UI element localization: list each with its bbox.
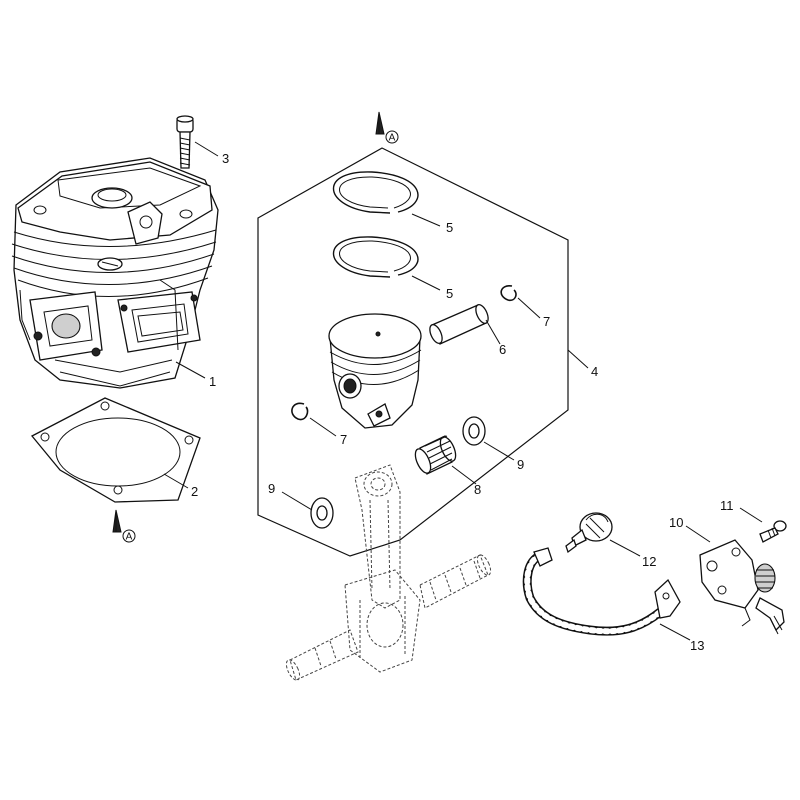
needle-bearing <box>414 435 457 475</box>
callout-4: 4 <box>591 364 598 379</box>
callout-5-lower: 5 <box>446 286 453 301</box>
piston-ring-lower <box>332 236 419 278</box>
reference-mark-bottom: A <box>112 509 136 543</box>
oil-pump <box>699 539 785 635</box>
oil-pickup-filter <box>565 512 613 554</box>
callout-2: 2 <box>191 484 198 499</box>
callout-13: 13 <box>690 638 704 653</box>
callout-9-left: 9 <box>268 481 275 496</box>
reference-mark-top: A <box>375 111 399 144</box>
callout-9-right: 9 <box>517 457 524 472</box>
piston <box>328 313 422 429</box>
reference-label-top: A <box>389 133 396 144</box>
callout-12: 12 <box>642 554 656 569</box>
cylinder-gasket <box>30 397 201 503</box>
callout-7-right: 7 <box>543 314 550 329</box>
thrust-washer-left <box>310 497 334 529</box>
crankshaft-connecting-rod <box>285 464 492 681</box>
piston-kit-panel <box>257 147 569 557</box>
callout-7-left: 7 <box>340 432 347 447</box>
reference-label-bottom: A <box>126 532 133 543</box>
leader-lines <box>163 141 763 641</box>
circlip-left <box>291 402 309 421</box>
callout-10: 10 <box>669 515 683 530</box>
thrust-washer-right <box>462 416 486 446</box>
callout-8: 8 <box>474 482 481 497</box>
circlip-right <box>500 285 517 302</box>
cylinder-bolt <box>176 115 194 169</box>
cylinder <box>11 157 219 389</box>
oil-pump-screw <box>759 520 787 543</box>
callout-numbers: 1 2 3 4 5 5 6 7 7 8 9 9 10 11 12 13 <box>191 151 734 653</box>
callout-6: 6 <box>499 342 506 357</box>
callout-5-upper: 5 <box>446 220 453 235</box>
callout-11: 11 <box>720 498 734 513</box>
callout-3: 3 <box>222 151 229 166</box>
oil-hose <box>522 547 681 636</box>
piston-pin <box>429 303 489 345</box>
callout-1: 1 <box>209 374 216 389</box>
piston-ring-upper <box>332 171 419 214</box>
